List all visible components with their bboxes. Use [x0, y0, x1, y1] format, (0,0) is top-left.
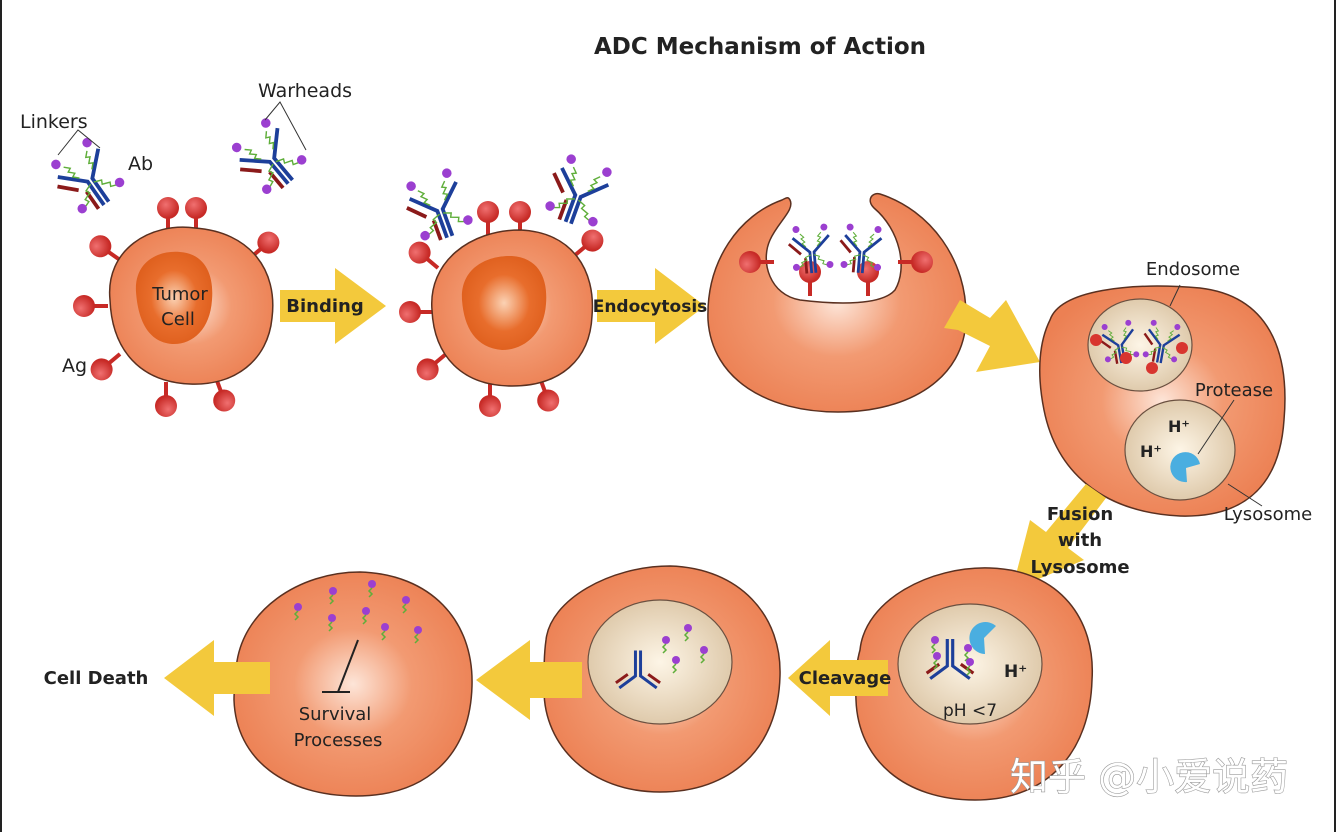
- ph-label: pH <7: [943, 701, 997, 721]
- release-arrow: [476, 640, 582, 720]
- h-plus-3: H⁺: [1004, 662, 1027, 682]
- payload-release-cell: [543, 565, 781, 793]
- endocytosing-cell: [707, 192, 967, 413]
- lysosome-leader-line: [1227, 483, 1263, 507]
- free-adc-2: [222, 112, 314, 204]
- warheads-leader-line: [264, 101, 307, 151]
- survival-label-2: Processes: [294, 730, 383, 751]
- cell-death-arrow: [164, 640, 270, 716]
- survival-label-1: Survival: [299, 704, 372, 725]
- endosome-lysosome-cell: [1039, 285, 1286, 517]
- cleavage-arrow: [788, 640, 888, 716]
- fusion-label-1: Fusion: [1047, 504, 1113, 525]
- protease-leader-line: [1197, 399, 1235, 455]
- protease-enzyme: [1170, 452, 1200, 483]
- cell-death-label: Cell Death: [44, 668, 149, 689]
- lysosome: [1124, 399, 1236, 501]
- endocytosis-label: Endocytosis: [593, 297, 708, 317]
- endosome: [1087, 298, 1193, 392]
- fusion-label-3: Lysosome: [1030, 557, 1129, 578]
- endosome-leader-line: [1169, 284, 1181, 307]
- cleavage-label: Cleavage: [799, 668, 892, 689]
- bound-cell: [396, 148, 619, 419]
- h-plus-2: H⁺: [1140, 442, 1162, 461]
- tumor-label-1: Tumor: [151, 284, 208, 305]
- ag-label: Ag: [62, 355, 87, 377]
- fusion-arrow: [1012, 484, 1106, 590]
- protease-enzyme-2: [969, 622, 996, 654]
- binding-label: Binding: [286, 296, 363, 317]
- dying-cell: [233, 571, 473, 797]
- ab-label: Ab: [128, 153, 153, 175]
- lysosome-label: Lysosome: [1224, 504, 1312, 525]
- lysosome-3: [587, 599, 733, 725]
- watermark: 知乎 @小爱说药: [1010, 755, 1288, 799]
- endosome-label: Endosome: [1146, 259, 1240, 280]
- inhibition-line: [337, 639, 359, 693]
- endocytosis-arrow: [597, 268, 705, 344]
- h-plus-1: H⁺: [1168, 417, 1190, 436]
- linkers-leader-line: [57, 129, 101, 156]
- diagram-title: ADC Mechanism of Action: [594, 34, 926, 60]
- cleavage-cell: [854, 567, 1093, 801]
- protease-label: Protease: [1195, 380, 1273, 401]
- tumor-cell: [71, 195, 286, 419]
- internalization-arrow: [944, 300, 1040, 372]
- warheads-label: Warheads: [258, 80, 352, 102]
- tumor-label-2: Cell: [161, 309, 195, 330]
- fusion-label-2: with: [1058, 530, 1102, 551]
- free-adc-1: [41, 131, 131, 223]
- binding-arrow: [280, 268, 386, 344]
- linkers-label: Linkers: [20, 111, 88, 133]
